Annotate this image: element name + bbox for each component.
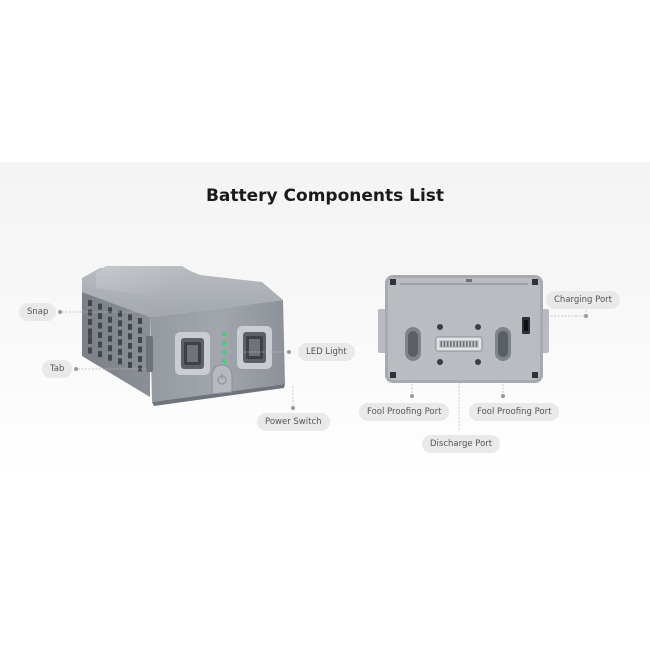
discharge-pin — [450, 341, 452, 347]
vent-slot — [138, 356, 142, 362]
discharge-pin — [469, 341, 471, 347]
vent-slot — [88, 319, 92, 325]
battery-tab — [146, 336, 153, 372]
vent-slot — [108, 307, 112, 314]
vent-slot — [128, 352, 132, 359]
vent-slot — [118, 310, 122, 317]
vent-slot — [98, 351, 102, 358]
label-snap: Snap — [19, 303, 57, 321]
vent-slot — [88, 328, 92, 335]
fool-proofing-slot-right — [495, 327, 511, 361]
discharge-pin — [472, 341, 475, 347]
label-discharge-port: Discharge Port — [422, 435, 501, 453]
front-connector-right — [237, 326, 272, 369]
discharge-pin — [475, 341, 478, 347]
vent-slot — [128, 333, 132, 340]
vent-slot — [98, 341, 102, 348]
label-tab: Tab — [42, 360, 73, 378]
vent-slot — [118, 348, 122, 355]
vent-slot — [128, 361, 132, 368]
fool-right-callout-dot — [501, 394, 505, 398]
discharge-pin — [446, 341, 449, 347]
vent-slot — [118, 329, 122, 336]
discharge-pin — [459, 341, 462, 347]
discharge-pin — [462, 341, 465, 347]
vent-slot — [108, 326, 112, 333]
battery-rear-hump — [96, 266, 198, 296]
label-fool-proofing-port-right: Fool Proofing Port — [469, 403, 560, 421]
power-callout-dot — [291, 406, 295, 410]
vent-slot — [118, 320, 122, 327]
fool-left-callout-dot — [410, 394, 414, 398]
vent-slot — [128, 342, 132, 349]
discharge-pin — [453, 341, 455, 347]
led-indicators — [221, 331, 227, 364]
led-callout-dot — [287, 350, 291, 354]
vent-slot — [138, 337, 142, 343]
discharge-port — [435, 336, 483, 352]
vent-slot — [88, 309, 92, 316]
vent-slot — [118, 358, 122, 365]
vent-slot — [138, 346, 142, 353]
page-title: Battery Components List — [205, 186, 445, 206]
vent-slot — [98, 332, 102, 339]
vent-slot — [128, 314, 132, 321]
vent-slot — [98, 303, 102, 310]
vent-slot — [138, 318, 142, 324]
vent-slot — [98, 313, 102, 320]
fool-proofing-slot-left — [405, 327, 421, 361]
vent-slot — [108, 316, 112, 323]
label-fool-proofing-port-left: Fool Proofing Port — [359, 403, 450, 421]
label-led-light: LED Light — [298, 343, 355, 361]
vent-slot — [108, 345, 112, 352]
discharge-pin — [440, 341, 443, 347]
snap-callout-dot — [58, 310, 62, 314]
vent-slot — [138, 327, 142, 334]
vent-slot — [128, 323, 132, 330]
tab-callout-dot — [74, 367, 78, 371]
vent-slot — [108, 354, 112, 361]
vent-slot — [98, 322, 102, 329]
label-charging-port: Charging Port — [546, 291, 620, 309]
vent-slot — [118, 339, 122, 346]
vent-slot — [88, 300, 92, 306]
vent-slot — [88, 347, 92, 354]
discharge-pin — [456, 341, 459, 347]
vent-slot — [88, 338, 92, 344]
battery-front-face — [150, 300, 285, 402]
power-switch-button — [211, 364, 233, 395]
front-connector-left — [175, 332, 210, 375]
discharge-pin — [466, 341, 468, 347]
vent-slot — [108, 335, 112, 342]
charging-port — [522, 317, 530, 334]
charging-callout-dot — [584, 314, 588, 318]
vent-slot — [138, 365, 142, 372]
discharge-pin — [443, 341, 446, 347]
label-power-switch: Power Switch — [257, 413, 330, 431]
